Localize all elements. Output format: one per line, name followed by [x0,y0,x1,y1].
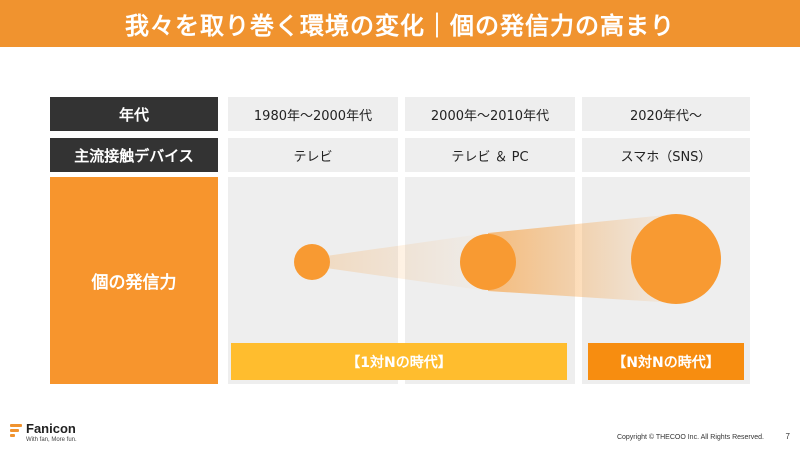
fanicon-logo: Fanicon With fan, More fun. [10,422,77,444]
era-cell-3: 2020年代～ [582,97,750,131]
page-number: 7 [785,432,790,441]
power-label-block: 個の発信力 [50,177,218,384]
fanicon-mark-icon [10,424,22,438]
device-cell-1: テレビ [228,138,398,172]
title-bar: 我々を取り巻く環境の変化｜個の発信力の高まり [0,0,800,47]
slide-title: 我々を取り巻く環境の変化｜個の発信力の高まり [125,12,675,40]
device-cell-2: テレビ ＆ PC [405,138,575,172]
era-one-to-n-badge: 【1対Nの時代】 [231,343,567,380]
era-header-label: 年代 [50,97,218,131]
copyright-text: Copyright © THECOO Inc. All Rights Reser… [616,434,764,441]
era-cell-1: 1980年～2000年代 [228,97,398,131]
brand-name: Fanicon [26,421,76,436]
era-n-to-n-badge: 【N対Nの時代】 [588,343,744,380]
device-cell-3: スマホ（SNS） [582,138,750,172]
brand-tagline: With fan, More fun. [26,437,77,443]
device-header-label: 主流接触デバイス [50,138,218,172]
era-cell-2: 2000年～2010年代 [405,97,575,131]
